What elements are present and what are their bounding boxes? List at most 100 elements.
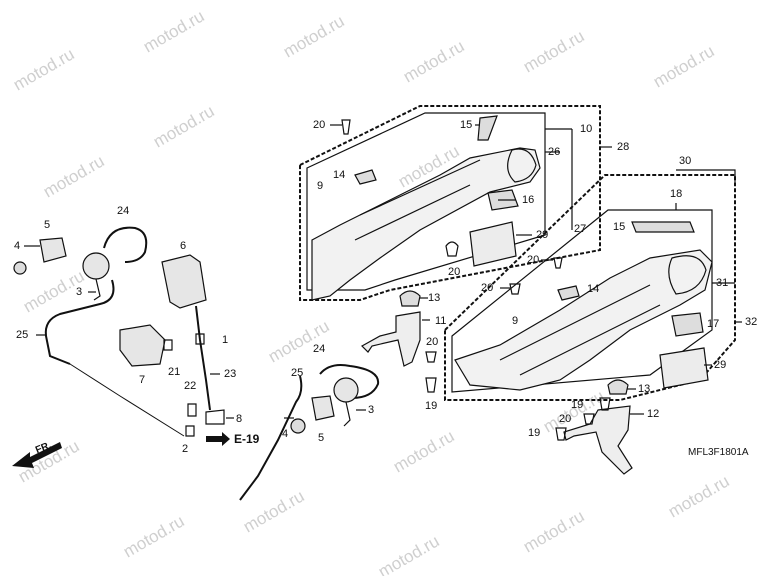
bolt-19 [425,377,437,393]
bolt-19 [599,397,611,411]
callout-20: 20 [426,336,439,348]
callout-20: 20 [559,413,572,425]
callout-31: 31 [716,277,729,289]
callout-16: 16 [522,194,535,206]
callout-14: 14 [587,283,600,295]
duct-rib-lower [499,284,651,361]
callout-18: 18 [670,188,683,200]
clip-20 [425,351,437,363]
solenoid-5 [39,237,67,263]
hose-23 [195,305,211,411]
air-duct-lower [454,249,713,391]
callout-14: 14 [333,169,346,181]
callout-19: 19 [571,399,584,411]
callout-13: 13 [428,292,441,304]
callout-20: 20 [313,119,326,131]
callout-20: 20 [527,254,540,266]
front-direction-arrow [12,442,62,468]
callout-8: 8 [236,413,243,425]
cap-4-lower [290,418,306,434]
callout-12: 12 [647,408,660,420]
clamp-3-lower [343,401,351,427]
callout-19: 19 [528,427,541,439]
callout-10: 10 [580,123,593,135]
assembly-frame-31 [451,209,713,393]
seal-strip-15-upper [477,115,498,141]
callout-21: 21 [168,366,181,378]
foam-29-lower [659,347,709,389]
canister-6 [161,254,207,309]
pad-14-upper [354,169,377,185]
pad-14-lower [557,285,580,301]
cap-4 [13,261,27,275]
callout-17: 17 [707,318,720,330]
callout-4: 4 [282,428,289,440]
assembly-frame-28 [299,105,601,301]
clamp-3-upper [93,278,101,301]
joint-8 [205,409,225,425]
bracket-11 [361,311,421,367]
callout-9: 9 [317,180,324,192]
duct-mouth-upper [507,148,537,183]
callout-28: 28 [617,141,630,153]
hose-24-lower [319,364,380,399]
callout-22: 22 [184,380,197,392]
callout-19: 19 [425,400,438,412]
duct-rib-lower [519,304,661,376]
callout-25: 25 [16,329,29,341]
duct-mouth-lower [668,255,707,295]
callout-30: 30 [679,155,692,167]
hose-25-lower [239,375,303,501]
screw-20-upper [341,119,351,135]
callout-29: 29 [536,229,549,241]
callout-26: 26 [548,146,561,158]
leader-line [676,169,736,182]
hose-25-upper [44,279,115,365]
valve-7 [119,324,166,367]
reference-label: E-19 [234,432,260,446]
callout-6: 6 [180,240,187,252]
callout-1: 1 [222,334,229,346]
grommet-13-lower [607,379,629,395]
callout-25: 25 [291,367,304,379]
reference-arrow [206,432,230,446]
bolt-19 [555,427,567,441]
valve-3-lower [333,377,359,403]
solenoid-5-lower [311,395,335,421]
grommet-13-upper [399,290,421,307]
duct-rib-upper [354,184,471,241]
assembly-frame-32 [444,174,736,401]
bracket-12 [563,405,633,475]
callout-23: 23 [224,368,237,380]
callout-4: 4 [14,240,21,252]
fitting-22 [187,403,197,417]
clip-1 [195,333,205,345]
callout-13: 13 [638,383,651,395]
callout-24: 24 [117,205,130,217]
clip-20 [553,257,563,269]
callout-9: 9 [512,315,519,327]
callout-20: 20 [448,266,461,278]
drawing-code: MFL3F1801A [688,447,749,458]
callout-7: 7 [139,374,146,386]
clip-20 [509,283,521,295]
callout-20: 20 [481,282,494,294]
valve-3-upper [82,252,110,280]
pad-17 [671,312,704,337]
hose-24-upper [103,226,148,263]
callout-3: 3 [368,404,375,416]
callout-3: 3 [76,286,83,298]
callout-2: 2 [182,443,189,455]
callout-11: 11 [435,315,447,327]
foam-29-upper [469,221,517,267]
callout-27: 27 [574,223,587,235]
callout-15: 15 [460,119,473,131]
hose-25-long [69,363,185,437]
callout-24: 24 [313,343,326,355]
callout-5: 5 [44,219,51,231]
callout-5: 5 [318,432,325,444]
callout-29: 29 [714,359,727,371]
clip-2 [185,425,195,437]
